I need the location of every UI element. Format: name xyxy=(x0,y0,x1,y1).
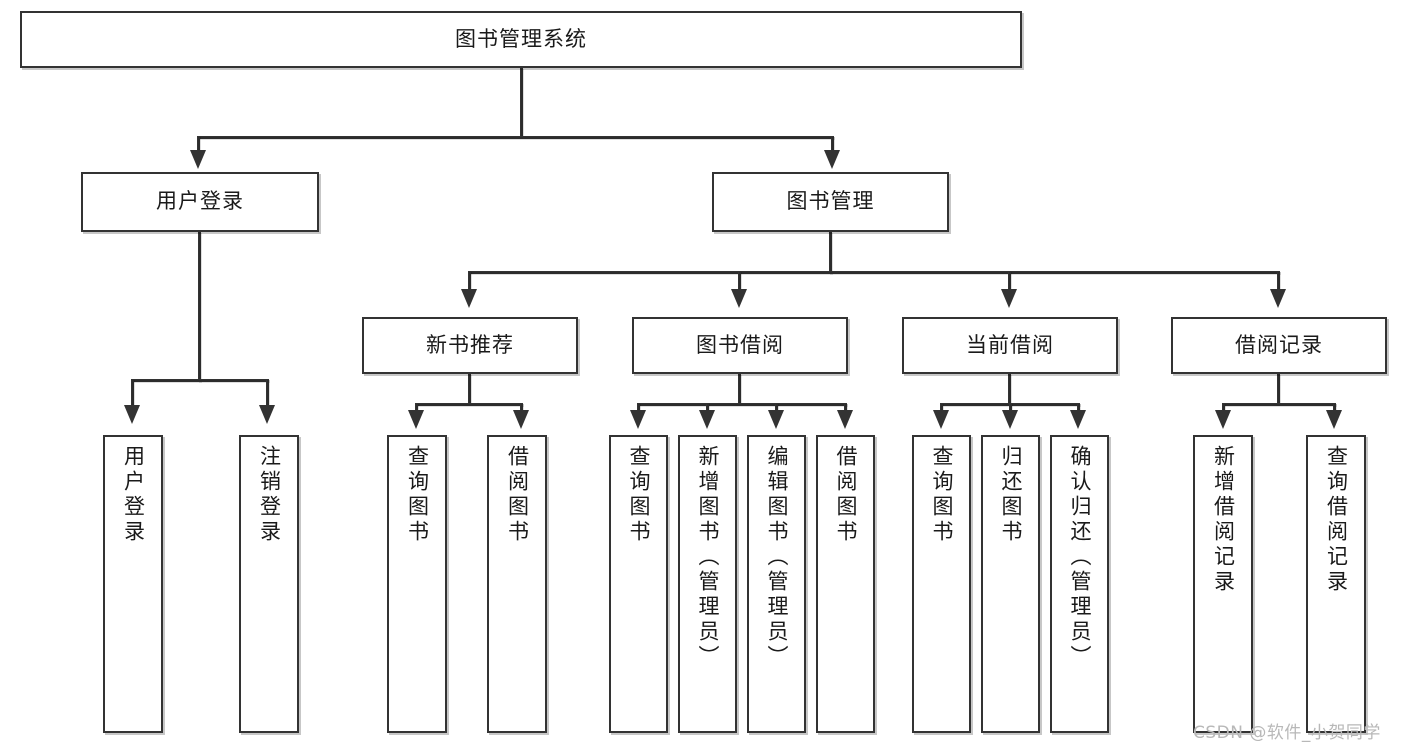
node-label: 归还图书 xyxy=(998,445,1023,545)
connector-book-manage-child-0 xyxy=(468,271,472,294)
connector-book-manage-child-3 xyxy=(1277,271,1281,294)
node-label: 注销登录 xyxy=(257,445,282,545)
arrow-book-manage-child-3 xyxy=(1270,289,1286,308)
node-label: 查询借阅记录 xyxy=(1324,445,1349,595)
connector-book-borrow-bus xyxy=(637,403,848,407)
node-label: 图书管理 xyxy=(786,189,875,214)
leaf-borrow-record-query[interactable]: 查询借阅记录 xyxy=(1306,435,1366,733)
connector-book-manage-child-1 xyxy=(738,271,742,294)
node-label: 查询图书 xyxy=(626,445,651,545)
node-new-book-recommend[interactable]: 新书推荐 xyxy=(362,317,578,374)
leaf-book-borrow-add[interactable]: 新增图书（管理员） xyxy=(678,435,737,733)
connector-user-login-child-0 xyxy=(131,379,135,410)
leaf-book-borrow-edit[interactable]: 编辑图书（管理员） xyxy=(747,435,806,733)
node-label: 借阅记录 xyxy=(1235,332,1323,357)
node-label: 图书借阅 xyxy=(696,332,784,357)
connector-book-borrow-stem xyxy=(738,374,742,406)
connector-book-manage-stem xyxy=(829,232,833,275)
node-book-manage[interactable]: 图书管理 xyxy=(712,172,949,232)
connector-new-book-bus xyxy=(415,403,524,407)
node-label: 新增图书（管理员） xyxy=(695,445,720,670)
arrow-book-manage-child-0 xyxy=(461,289,477,308)
connector-user-login-child-1 xyxy=(266,379,270,410)
arrow-borrow-record-child-1 xyxy=(1326,410,1342,429)
node-label: 查询图书 xyxy=(929,445,954,545)
leaf-book-borrow-query[interactable]: 查询图书 xyxy=(609,435,668,733)
arrow-current-borrow-child-0 xyxy=(933,410,949,429)
connector-user-login-bus xyxy=(131,379,270,383)
node-borrow-record[interactable]: 借阅记录 xyxy=(1171,317,1387,374)
connector-borrow-record-bus xyxy=(1222,403,1337,407)
leaf-new-book-query[interactable]: 查询图书 xyxy=(387,435,447,733)
node-label: 图书管理系统 xyxy=(455,26,587,51)
arrow-root-to-book-manage xyxy=(824,150,840,169)
node-book-borrow[interactable]: 图书借阅 xyxy=(632,317,848,374)
node-label: 借阅图书 xyxy=(505,445,530,545)
arrow-root-to-user-login xyxy=(190,150,206,169)
arrow-book-manage-child-2 xyxy=(1001,289,1017,308)
leaf-user-login-login[interactable]: 用户登录 xyxy=(103,435,163,733)
connector-new-book-stem xyxy=(468,374,472,406)
node-label: 当前借阅 xyxy=(966,332,1054,357)
arrow-book-borrow-child-3 xyxy=(837,410,853,429)
connector-root-bus xyxy=(197,136,835,140)
arrow-new-book-child-1 xyxy=(513,410,529,429)
leaf-new-book-borrow[interactable]: 借阅图书 xyxy=(487,435,547,733)
leaf-book-borrow-borrow[interactable]: 借阅图书 xyxy=(816,435,875,733)
node-label: 查询图书 xyxy=(405,445,430,545)
node-label: 借阅图书 xyxy=(833,445,858,545)
leaf-current-borrow-query[interactable]: 查询图书 xyxy=(912,435,971,733)
leaf-current-borrow-confirm[interactable]: 确认归还（管理员） xyxy=(1050,435,1109,733)
arrow-current-borrow-child-2 xyxy=(1070,410,1086,429)
arrow-book-borrow-child-1 xyxy=(699,410,715,429)
arrow-user-login-child-0 xyxy=(124,405,140,424)
leaf-current-borrow-return[interactable]: 归还图书 xyxy=(981,435,1040,733)
arrow-new-book-child-0 xyxy=(408,410,424,429)
arrow-user-login-child-1 xyxy=(259,405,275,424)
node-label: 新增借阅记录 xyxy=(1211,445,1236,595)
connector-root-to-book-manage xyxy=(831,136,835,155)
node-label: 确认归还（管理员） xyxy=(1067,445,1092,670)
arrow-current-borrow-child-1 xyxy=(1002,410,1018,429)
arrow-book-borrow-child-0 xyxy=(630,410,646,429)
leaf-user-login-logout[interactable]: 注销登录 xyxy=(239,435,299,733)
node-label: 新书推荐 xyxy=(426,332,514,357)
node-label: 用户登录 xyxy=(156,189,244,214)
leaf-borrow-record-add[interactable]: 新增借阅记录 xyxy=(1193,435,1253,733)
connector-book-manage-bus xyxy=(468,271,1281,275)
arrow-borrow-record-child-0 xyxy=(1215,410,1231,429)
connector-borrow-record-stem xyxy=(1277,374,1281,406)
node-root-system[interactable]: 图书管理系统 xyxy=(20,11,1022,68)
connector-book-manage-child-2 xyxy=(1008,271,1012,294)
connector-current-borrow-stem xyxy=(1008,374,1012,406)
node-label: 编辑图书（管理员） xyxy=(764,445,789,670)
arrow-book-borrow-child-2 xyxy=(768,410,784,429)
connector-root-to-user-login xyxy=(197,136,201,155)
connector-user-login-stem xyxy=(198,232,202,383)
node-label: 用户登录 xyxy=(121,445,146,545)
node-user-login[interactable]: 用户登录 xyxy=(81,172,319,232)
arrow-book-manage-child-1 xyxy=(731,289,747,308)
connector-root-stem xyxy=(520,68,524,139)
node-current-borrow[interactable]: 当前借阅 xyxy=(902,317,1118,374)
